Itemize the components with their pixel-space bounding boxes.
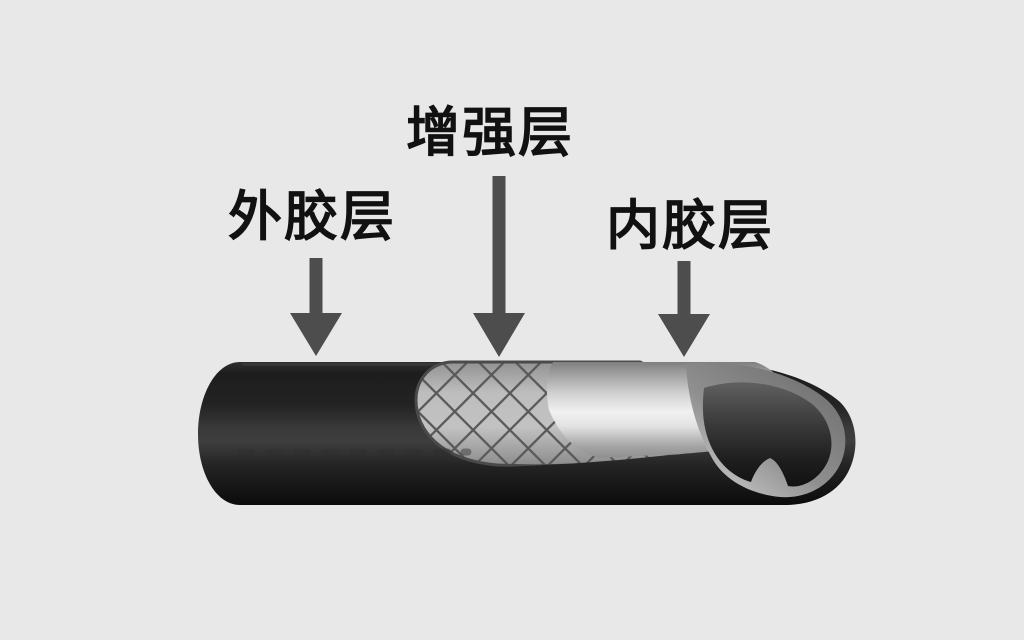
hose-bore	[702, 382, 832, 487]
pointer-arrows	[290, 176, 710, 357]
label-inner-rubber-layer: 内胶层	[606, 196, 774, 256]
arrow-down-inner-layer-icon	[658, 261, 710, 357]
hose-illustration	[198, 360, 856, 505]
label-reinforcement-layer: 增强层	[406, 103, 574, 163]
outer-layer-bottom-shape	[395, 448, 788, 505]
label-outer-rubber-layer: 外胶层	[228, 187, 396, 247]
arrow-down-reinforcement-layer-icon	[473, 176, 525, 357]
arrow-down-outer-layer-icon	[290, 258, 342, 356]
